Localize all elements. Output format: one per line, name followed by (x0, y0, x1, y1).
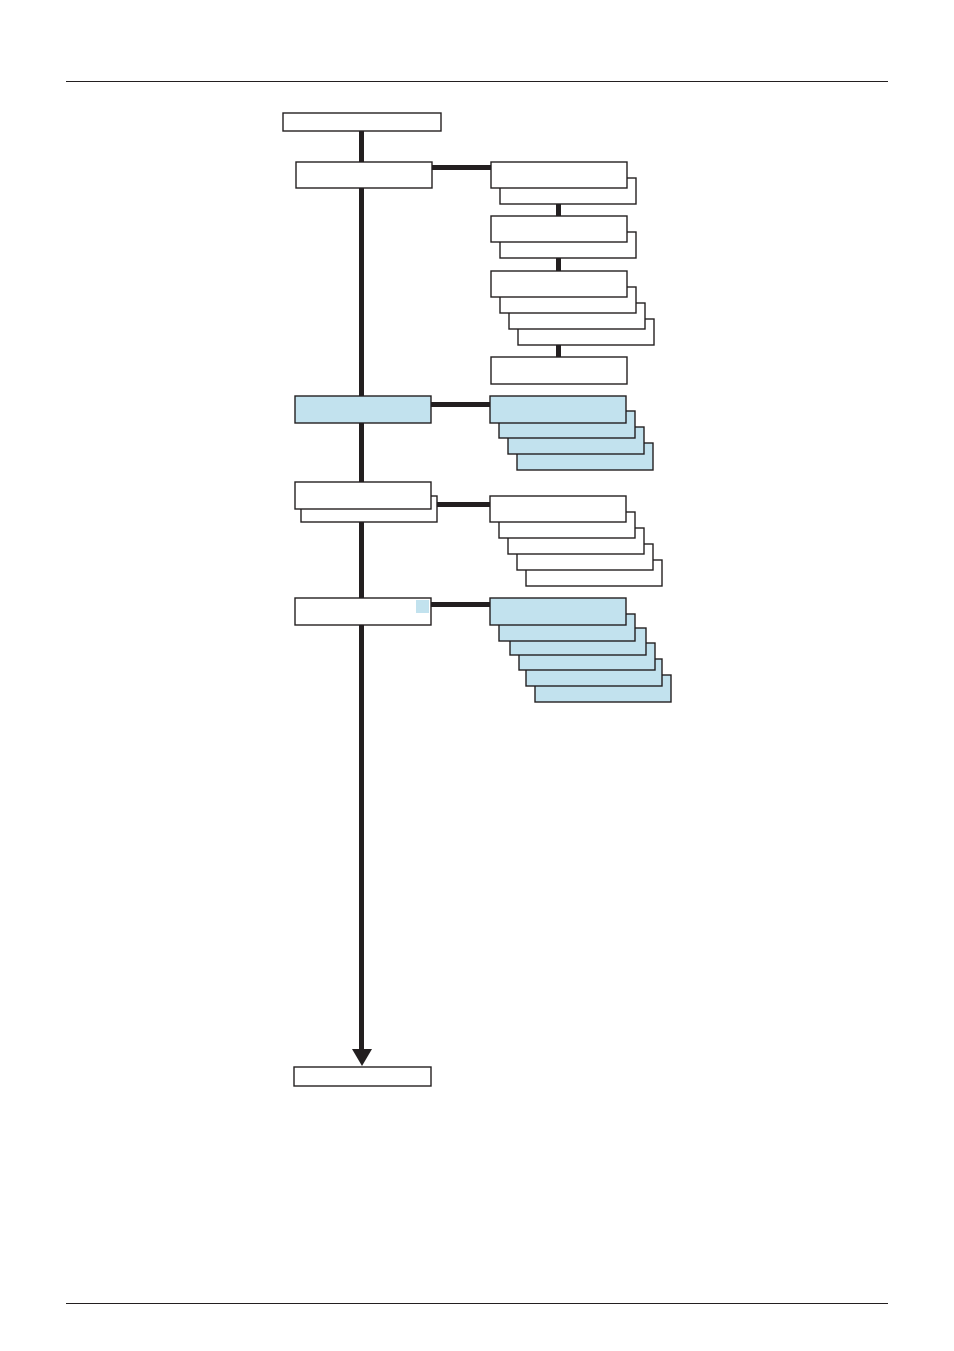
step-1-branch-box (490, 356, 628, 385)
step-1-branch-link (556, 345, 561, 357)
step-3 (294, 481, 663, 587)
step-1-branch-box (490, 215, 628, 243)
end-arrowhead (352, 1049, 372, 1066)
step-2 (294, 395, 654, 471)
step-1-connector (431, 165, 491, 170)
step-1-branch-link (556, 204, 561, 216)
end-box (293, 1066, 432, 1087)
step-1-box (295, 161, 433, 189)
step-4-branch-box (489, 597, 627, 626)
step-3-connector (436, 502, 491, 507)
step-1-branch-link (556, 258, 561, 271)
step-3-branch-box (489, 495, 627, 523)
step-1-branch-box (490, 161, 628, 189)
step-2-connector (430, 402, 491, 407)
step-1 (295, 161, 655, 385)
step-2-box (294, 395, 432, 424)
step-3-box (294, 481, 432, 510)
step-4-connector (430, 602, 491, 607)
step-2-branch-box (489, 395, 627, 424)
step-4-marker (416, 600, 429, 613)
step-4 (294, 597, 672, 703)
step-1-branch-box (490, 270, 628, 298)
step-4-box (294, 597, 432, 626)
start-box (282, 112, 442, 132)
main-trunk-line (359, 130, 364, 1050)
